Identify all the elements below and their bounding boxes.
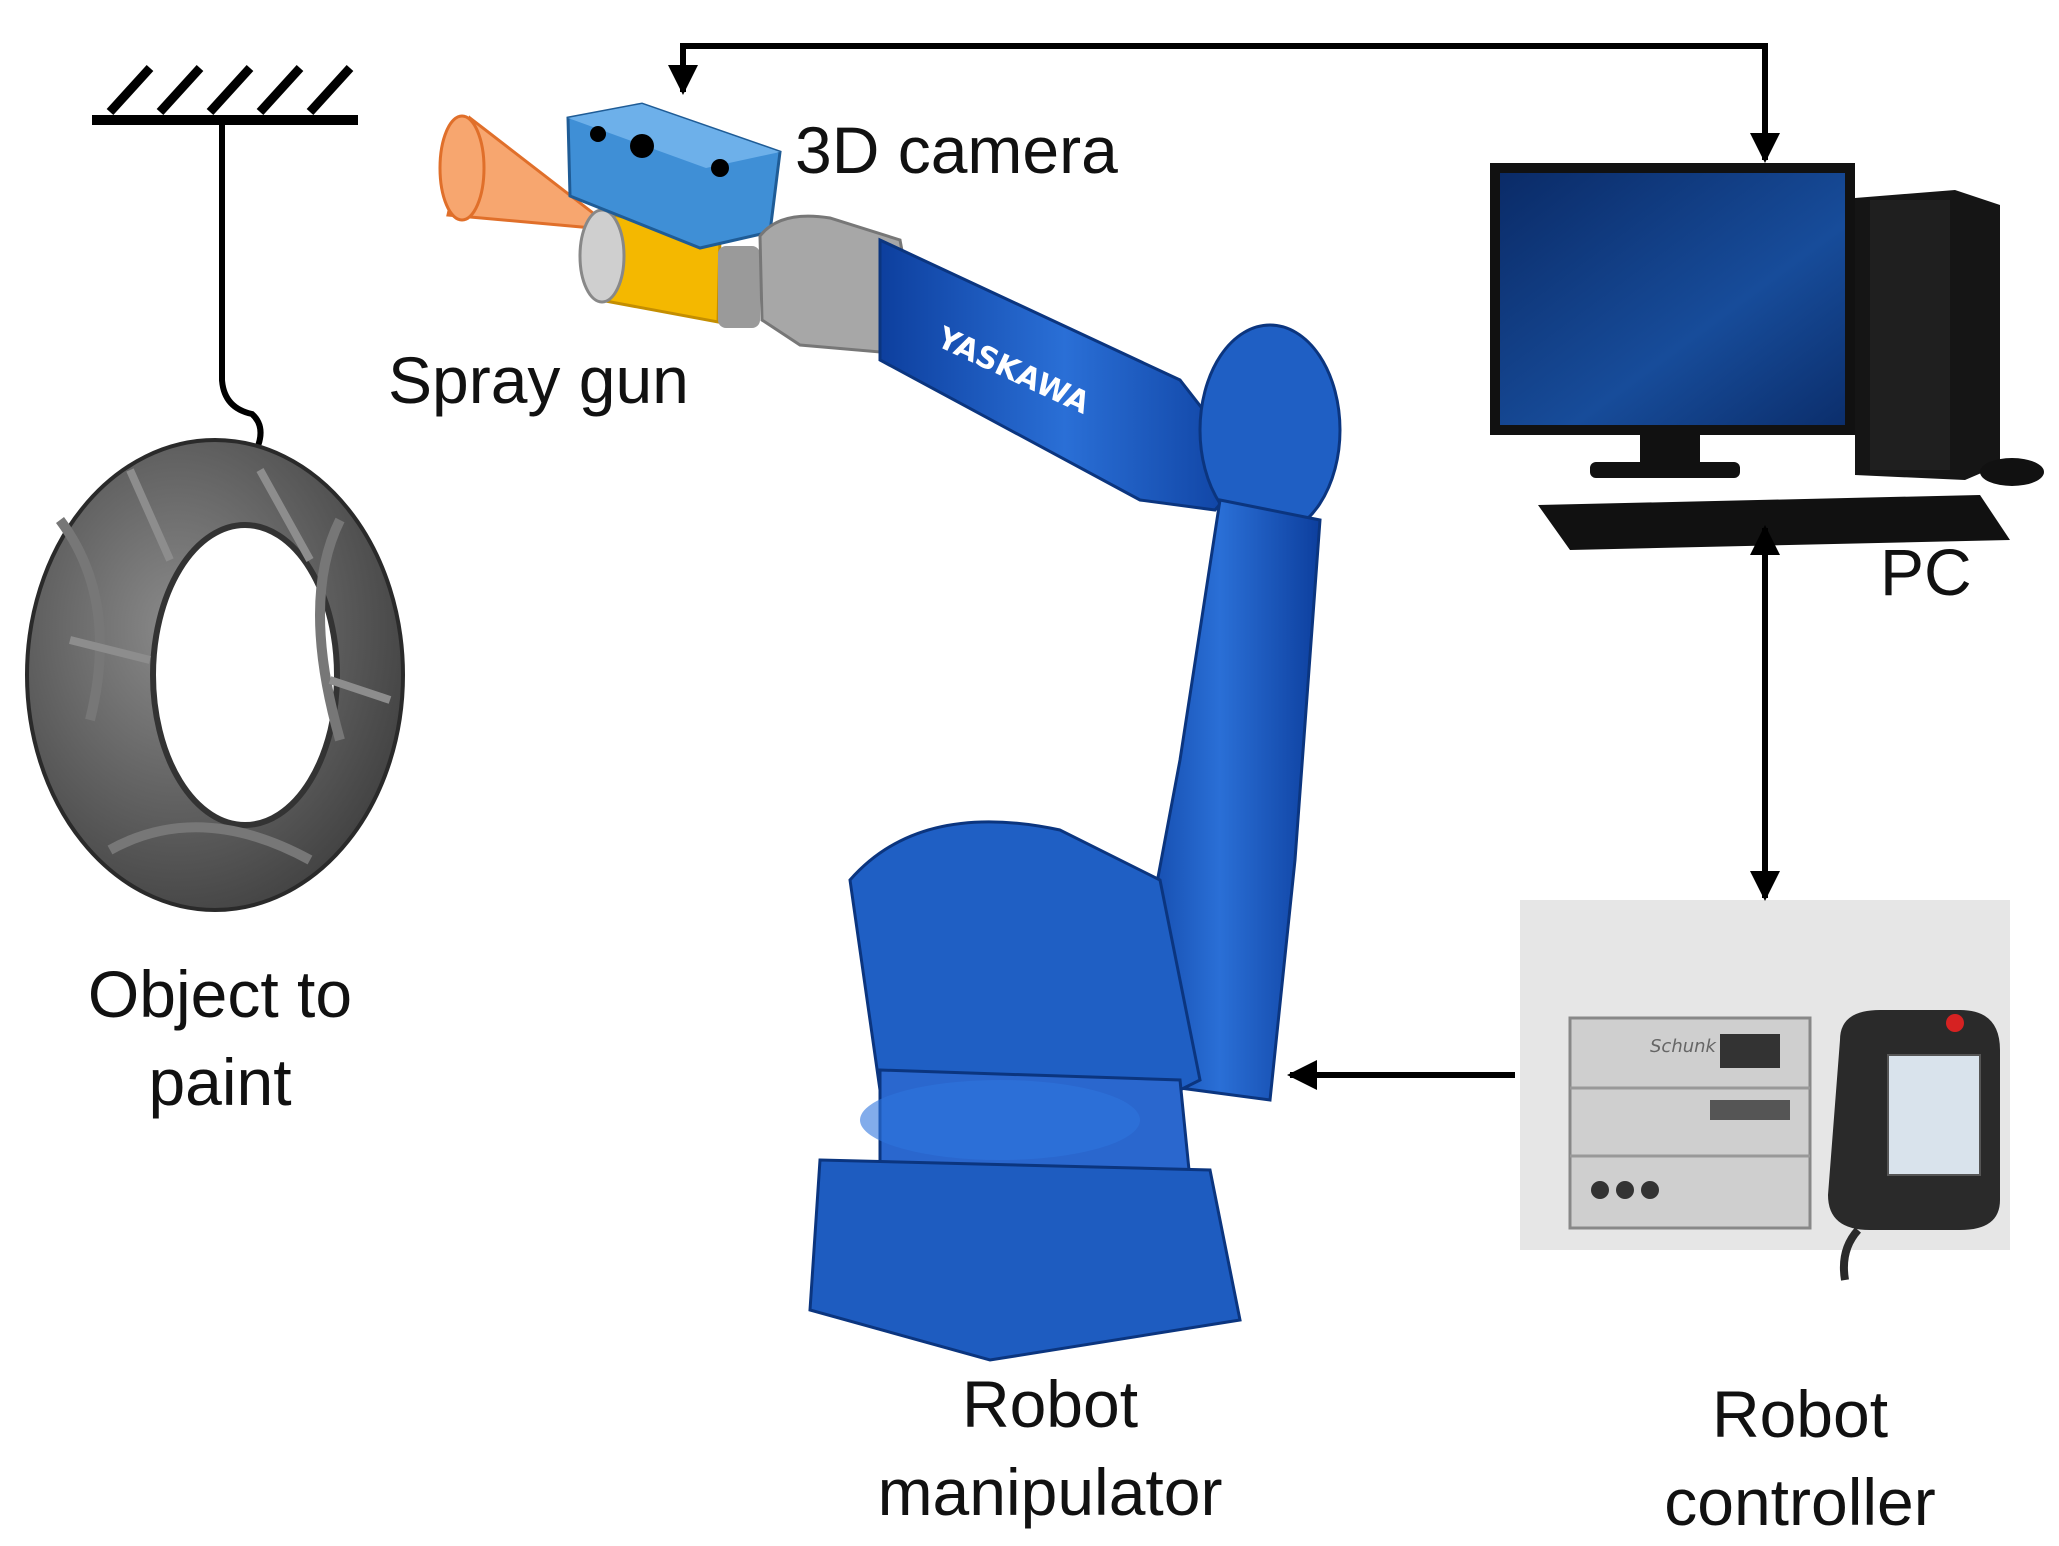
desktop-pc-icon <box>1490 163 2044 550</box>
label-3d-camera: 3D camera <box>795 106 1118 194</box>
camera-pc-link-arrow <box>668 43 1780 163</box>
svg-text:Schunk: Schunk <box>1650 1036 1718 1057</box>
robot-controller-icon: Schunk <box>1520 900 2010 1281</box>
ceiling-hatch-icon <box>92 64 358 125</box>
label-pc: PC <box>1880 528 1972 616</box>
label-manipulator-line2: manipulator <box>877 1455 1223 1529</box>
robot-arm-icon: YASKAWA <box>758 214 1342 1362</box>
tire-object-icon <box>25 438 405 912</box>
label-controller-line1: Robot <box>1711 1377 1889 1451</box>
hook-icon <box>203 124 264 473</box>
label-3d-camera-text: 3D camera <box>795 113 1118 187</box>
label-manipulator-line1: Robot <box>961 1367 1139 1441</box>
label-object-line1: Object to <box>87 957 353 1031</box>
label-spray-gun-text: Spray gun <box>388 343 689 417</box>
label-pc-text: PC <box>1880 535 1972 609</box>
label-object-to-paint: Object to paint <box>40 950 400 1126</box>
label-spray-gun: Spray gun <box>388 336 689 424</box>
label-robot-manipulator: Robot manipulator <box>840 1360 1260 1536</box>
label-robot-controller: Robot controller <box>1600 1370 2000 1546</box>
label-controller-line2: controller <box>1664 1465 1936 1539</box>
label-object-line2: paint <box>148 1045 292 1119</box>
